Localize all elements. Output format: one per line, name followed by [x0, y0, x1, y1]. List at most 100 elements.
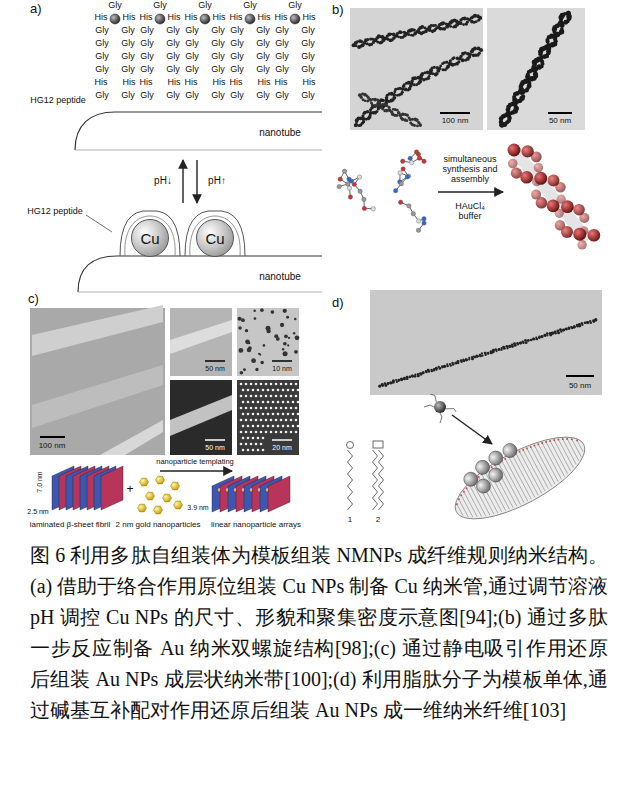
nanoparticle-dot	[242, 425, 245, 428]
peptide-residue: Gly	[256, 52, 270, 62]
peptide-hatch	[516, 453, 538, 495]
peptide-residue: His	[213, 78, 226, 88]
nanoparticle-dot	[257, 449, 260, 452]
nanoparticle-dot	[285, 407, 288, 410]
peptide-residue: Gly	[275, 52, 289, 62]
peptide-residue: Gly	[301, 52, 315, 62]
gold-bead	[465, 358, 467, 360]
molecule-atom	[357, 175, 361, 179]
peptide-head	[541, 442, 544, 445]
nanoparticle-dot	[285, 383, 288, 386]
gold-bead	[465, 358, 468, 361]
nanoparticle-dot	[260, 407, 263, 410]
gold-nanoparticle	[156, 476, 165, 484]
gold-bead	[503, 347, 506, 350]
nanoparticle-dot	[280, 383, 283, 386]
gold-bead	[563, 328, 565, 330]
peptide-residue: His	[123, 78, 136, 88]
peptide-head	[526, 447, 529, 450]
gold-bead	[355, 123, 359, 127]
peptide-residue: Gly	[211, 91, 225, 101]
gold-sphere	[588, 229, 601, 242]
nanoparticle-dot	[252, 437, 255, 440]
peptide-head	[561, 438, 564, 441]
arrow-line	[182, 160, 183, 203]
nanoparticle-dot	[272, 413, 275, 416]
peptide-residue: Gly	[153, 1, 167, 11]
peptide-residue: His	[185, 78, 198, 88]
peptide-strand	[185, 211, 245, 256]
lipid-tail	[446, 409, 456, 412]
metal-nanoparticle: Cu	[131, 219, 169, 257]
nanoparticle-dot	[262, 425, 265, 428]
nanoparticle-dot	[295, 383, 298, 386]
gold-bead	[417, 374, 420, 377]
gold-bead	[403, 377, 406, 380]
gold-bead	[419, 123, 422, 126]
gold-bead	[394, 35, 397, 38]
peptide-residue: Gly	[301, 39, 315, 49]
gold-bead	[428, 71, 432, 75]
peptide-residue: Gly	[211, 52, 225, 62]
lipid-chain	[379, 450, 384, 510]
nanoparticle-dot	[255, 443, 258, 446]
nanoparticle-dot	[257, 413, 260, 416]
tem-image	[350, 8, 483, 130]
panel-b-art	[337, 8, 600, 250]
peptide-hatch	[554, 440, 570, 471]
gold-bead	[392, 381, 395, 384]
cu-ion	[290, 14, 300, 24]
molecule-atom	[362, 197, 366, 201]
part-label: nanotube	[259, 127, 301, 138]
peptide-residue: Gly	[211, 39, 225, 49]
peptide-residue: His	[95, 78, 108, 88]
gold-bead	[479, 48, 483, 52]
callout-number: 2	[376, 516, 380, 525]
nanoparticle-dot	[280, 431, 283, 434]
gold-bead	[433, 66, 436, 69]
gold-bead	[543, 334, 546, 337]
nanotube-outline	[75, 150, 322, 151]
scale-bar	[205, 439, 225, 441]
gold-bead	[495, 348, 497, 350]
gold-bead	[511, 343, 513, 345]
peptide-head	[557, 438, 560, 441]
nanoparticle-dot	[240, 419, 243, 422]
leader-line	[86, 215, 112, 232]
nanoparticle-dot	[286, 316, 289, 319]
gold-bead	[416, 125, 419, 128]
panel-letter: b)	[332, 3, 344, 17]
gold-nanoparticle	[174, 501, 183, 509]
figure-caption: 图 6 利用多肽自组装体为模板组装 NMNPs 成纤维规则纳米结构。(a) 借助…	[30, 540, 608, 726]
nanoparticle-dot	[275, 431, 278, 434]
panel-c-art	[30, 305, 299, 514]
peptide-residue: His	[213, 13, 226, 23]
nanoparticle-dot	[240, 443, 243, 446]
peptide-residue: Gly	[140, 39, 154, 49]
peptide-residue: Gly	[166, 91, 180, 101]
molecule-bond	[401, 202, 424, 230]
gold-bead	[581, 322, 583, 324]
gold-sphere	[577, 240, 586, 249]
peptide-hatch	[459, 499, 468, 517]
gold-bead	[388, 106, 391, 109]
gold-bead	[469, 53, 472, 56]
molecule-atom	[346, 182, 350, 186]
peptide-residue: Gly	[166, 52, 180, 62]
molecule-atom	[400, 159, 404, 163]
peptide-hatch	[534, 445, 555, 484]
molecule-atom	[416, 228, 420, 232]
gold-sphere	[521, 145, 533, 157]
nanoparticle-dot	[285, 395, 288, 398]
tem-image	[487, 8, 585, 130]
gold-bead	[462, 23, 465, 26]
part-label: linear nanoparticle arrays	[211, 521, 301, 530]
peptide-residue: Gly	[95, 91, 109, 101]
nanoparticle-dot	[266, 326, 271, 331]
gold-sphere	[511, 168, 522, 179]
gold-bead	[413, 124, 416, 127]
gold-bead	[428, 75, 431, 78]
molecule-atom	[338, 177, 342, 181]
nanoparticle-dot	[282, 348, 284, 350]
gold-bead	[556, 330, 559, 333]
